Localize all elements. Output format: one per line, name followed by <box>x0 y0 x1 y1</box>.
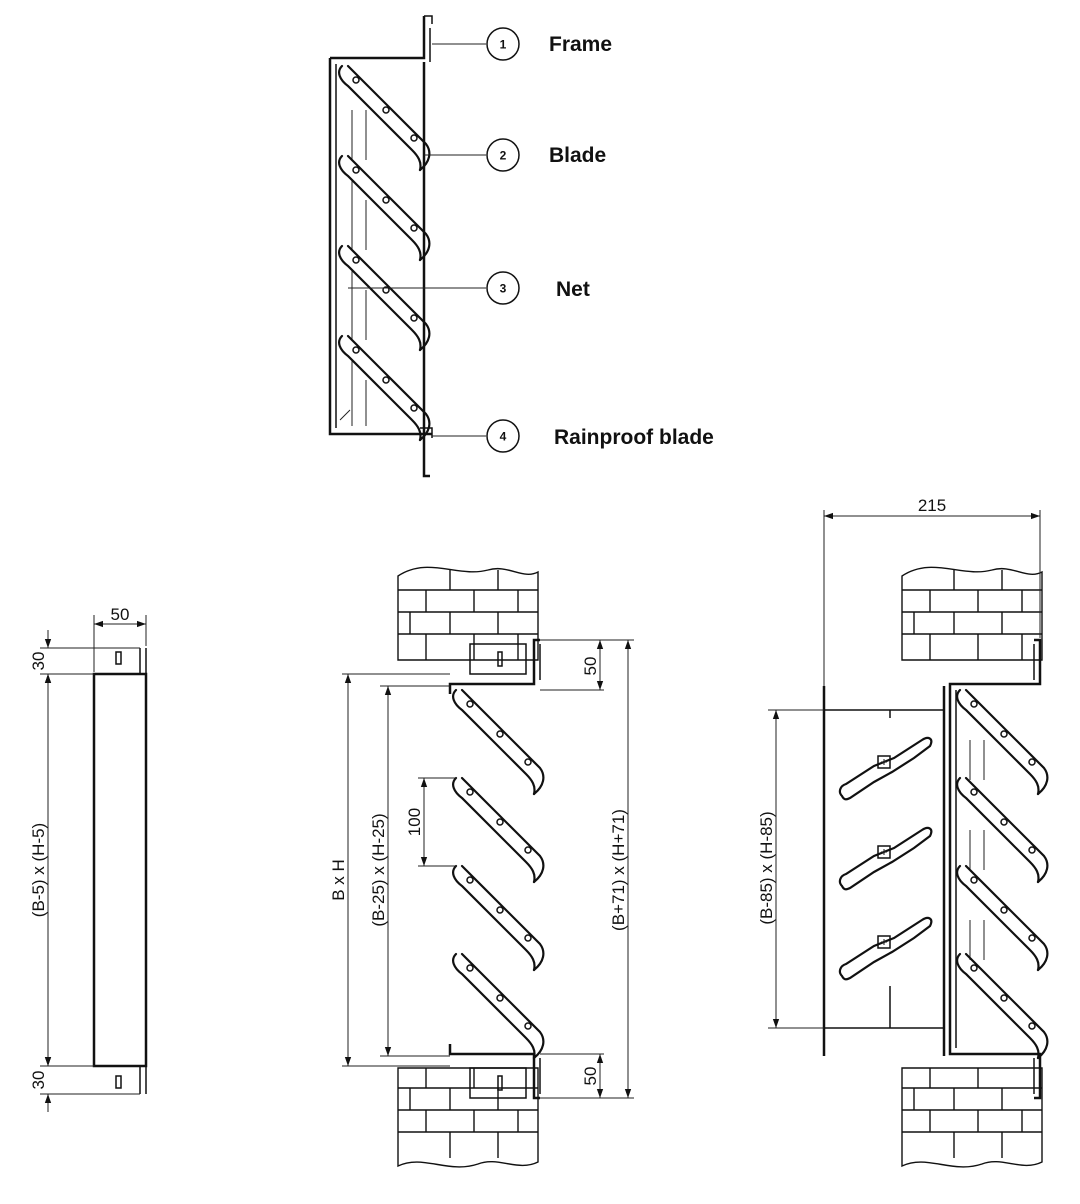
callout-2: 2 Blade <box>486 138 606 172</box>
dim-215: 215 <box>918 496 946 515</box>
callout-1: 1 Frame <box>486 27 612 61</box>
dim-50-right-top: 50 <box>581 657 600 676</box>
callout-label-frame: Frame <box>549 33 612 56</box>
callout-number: 3 <box>500 282 507 296</box>
callout-number: 1 <box>500 38 507 52</box>
callout-label-blade: Blade <box>549 144 606 167</box>
dim-100: 100 <box>405 808 424 836</box>
dim-bxh: B x H <box>329 859 348 901</box>
callout-number: 2 <box>500 149 507 163</box>
top-section-view: 1 Frame 2 Blade 3 Net 4 Rainproof blade <box>328 15 714 478</box>
callout-label-net: Net <box>556 278 590 301</box>
installation-view-middle: B x H (B-25) x (H-25) 100 50 50 (B+71) x… <box>329 566 634 1168</box>
callout-4: 4 Rainproof blade <box>486 419 714 453</box>
dim-50: 50 <box>111 605 130 624</box>
dim-30-top: 30 <box>29 652 48 671</box>
dim-b71: (B+71) x (H+71) <box>609 809 628 931</box>
dim-b25: (B-25) x (H-25) <box>369 813 388 926</box>
callout-number: 4 <box>500 430 507 444</box>
dim-b5: (B-5) x (H-5) <box>29 823 48 917</box>
side-view-left: 50 30 (B-5) x (H-5) 30 <box>29 605 148 1112</box>
installation-view-right: 215 (B-85) x (H-85) <box>757 496 1049 1168</box>
dim-50-right-bottom: 50 <box>581 1067 600 1086</box>
callout-label-rainproof-blade: Rainproof blade <box>554 426 714 449</box>
dim-b85: (B-85) x (H-85) <box>757 811 776 924</box>
callout-3: 3 Net <box>486 271 590 305</box>
dim-30-bottom: 30 <box>29 1071 48 1090</box>
